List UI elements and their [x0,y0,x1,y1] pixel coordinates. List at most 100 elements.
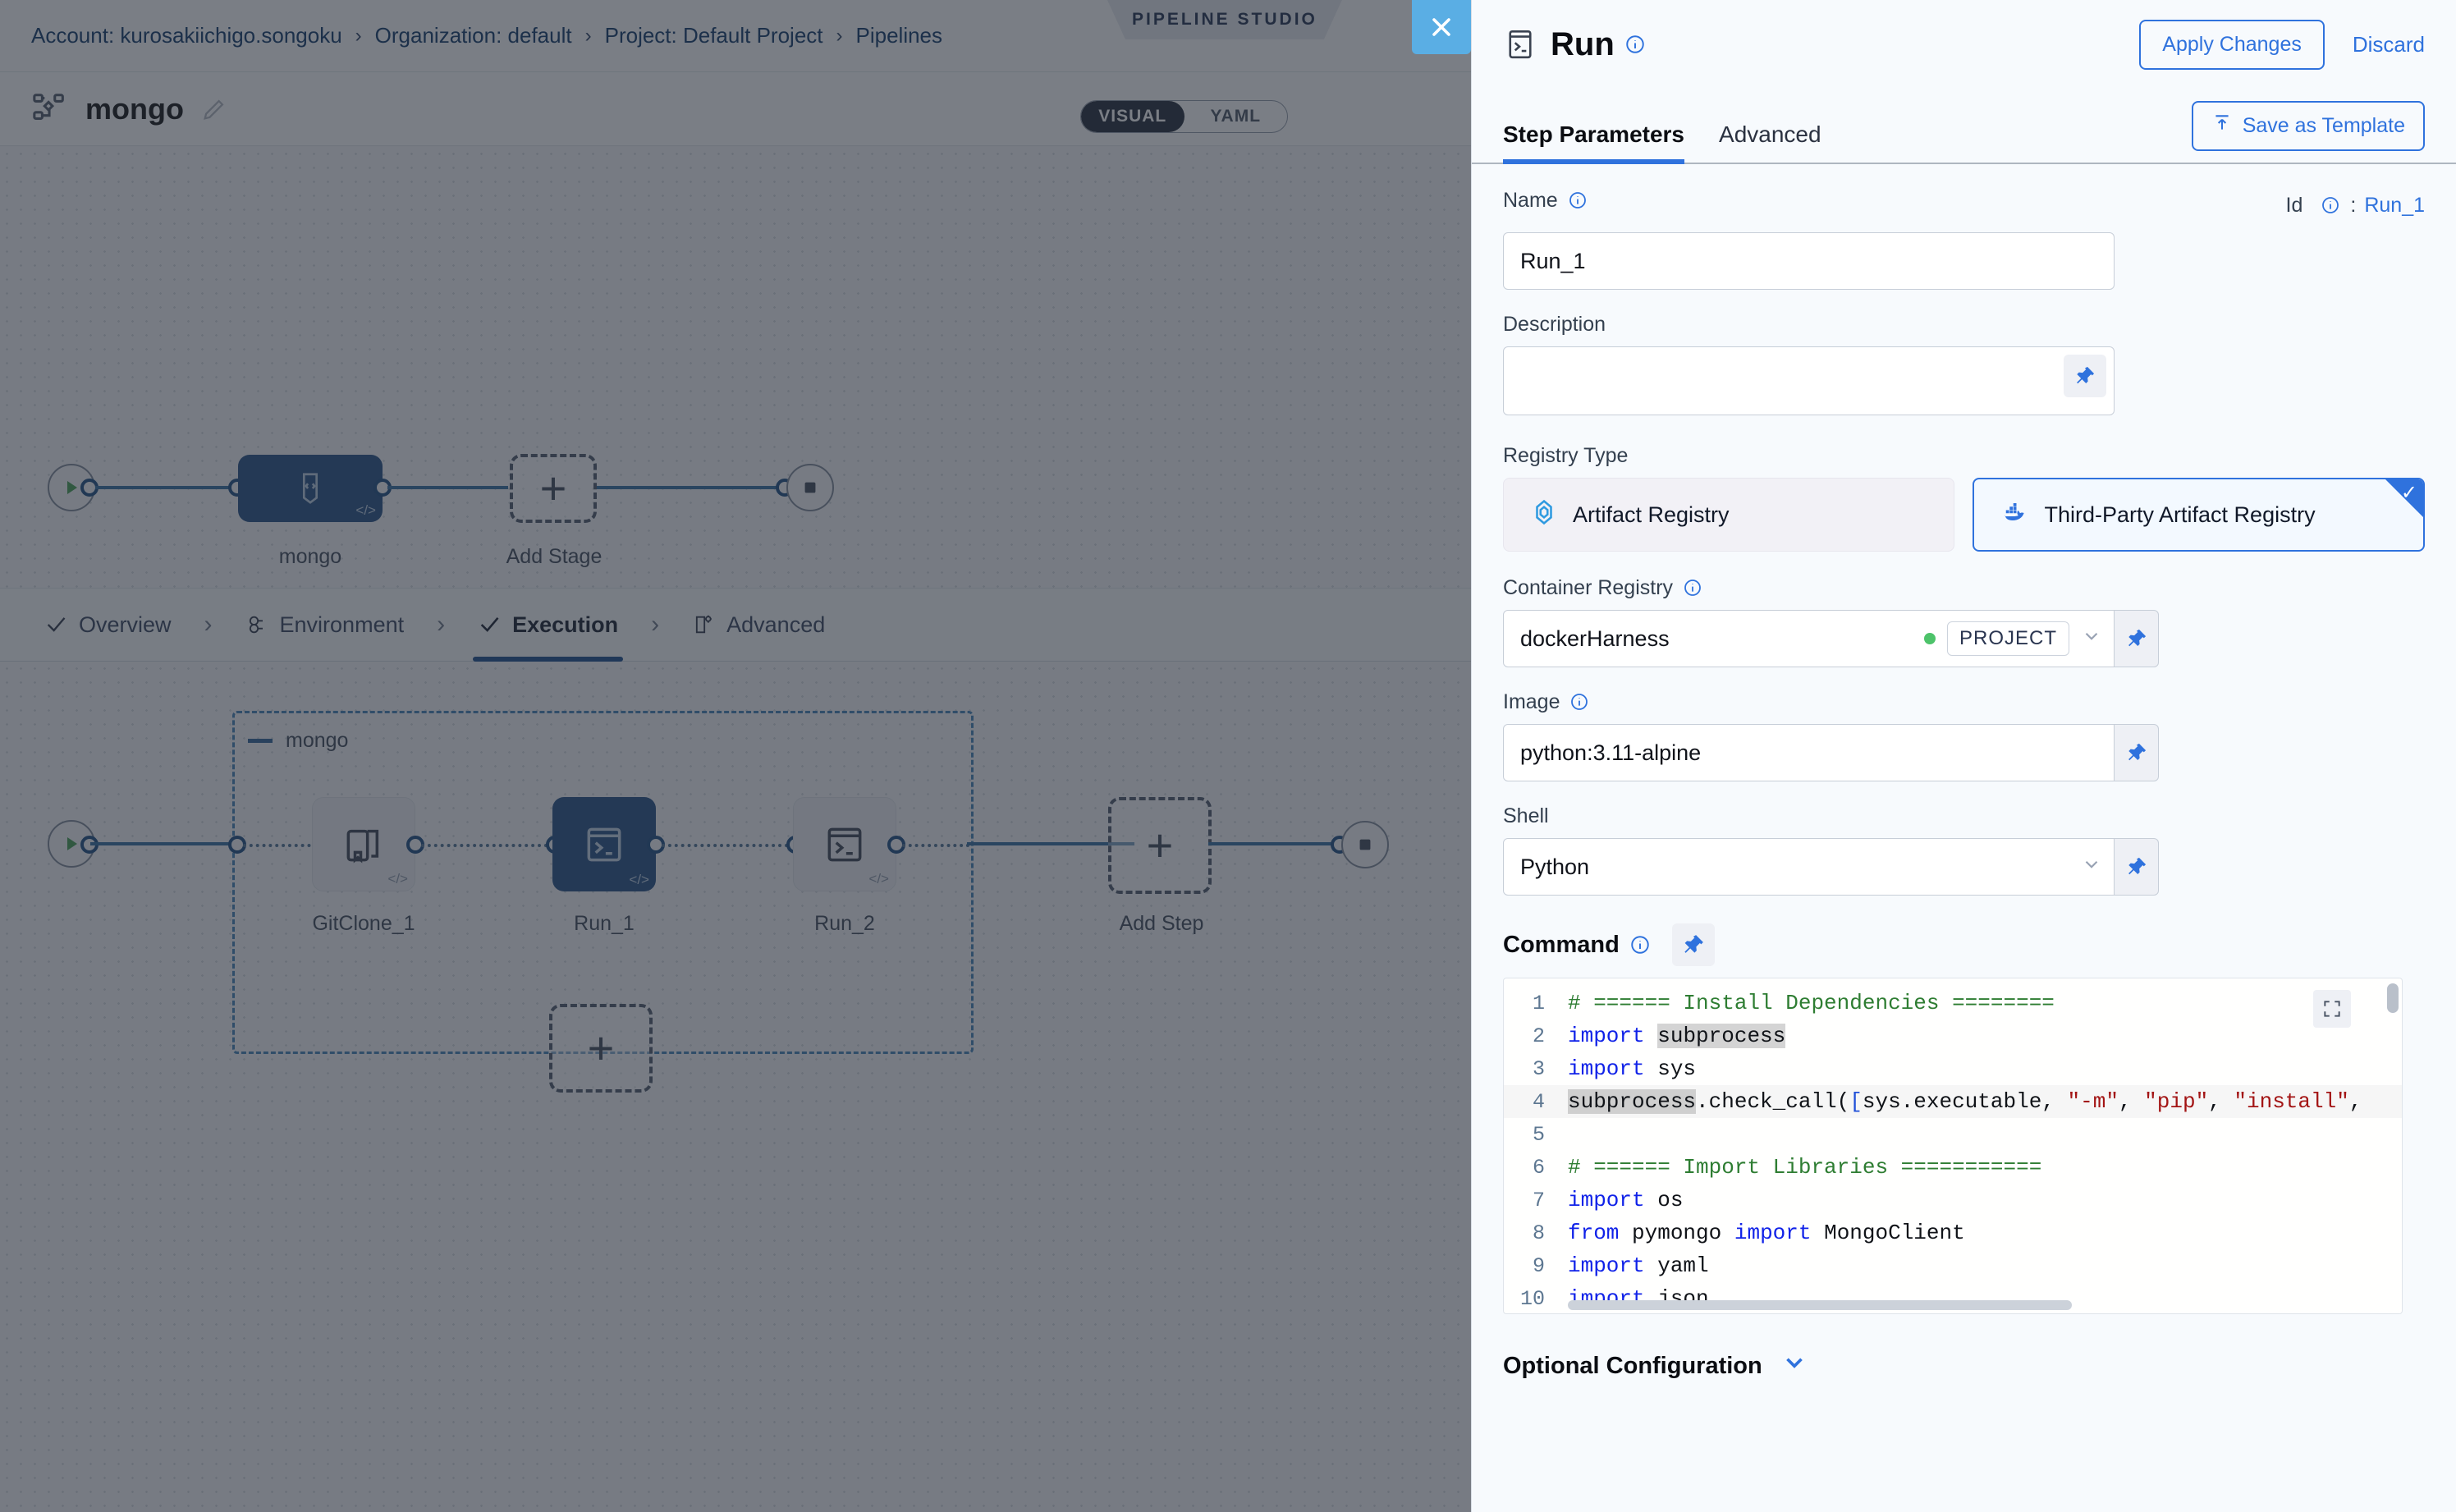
registry-option-third-party[interactable]: Third-Party Artifact Registry ✓ [1973,478,2426,552]
info-icon[interactable] [1569,692,1591,713]
code-line-text: import sys [1568,1056,1696,1081]
connector [95,486,233,489]
step-label-run-2: Run_2 [768,912,921,936]
line-number: 8 [1504,1221,1568,1245]
info-icon[interactable] [1629,934,1651,955]
scope-status-dot [1924,633,1936,644]
code-badge: </> [387,871,408,887]
tab-advanced[interactable]: Advanced [687,588,830,662]
add-step-button[interactable]: + [1108,797,1212,894]
pencil-icon[interactable] [200,95,228,123]
shell-select[interactable]: Python [1503,838,2115,896]
tab-execution[interactable]: Execution [473,588,623,662]
info-icon[interactable] [1624,34,1646,55]
step-node-gitclone-1[interactable]: </> [312,797,415,891]
pin-icon-command[interactable] [1672,923,1715,966]
tab-execution-label: Execution [512,612,618,638]
info-icon[interactable] [2321,195,2342,217]
close-icon[interactable] [1412,0,1471,54]
check-icon [478,613,501,636]
breadcrumb-separator: › [355,25,362,48]
description-textarea[interactable] [1503,346,2115,415]
plus-icon: + [540,465,567,511]
pin-icon-description[interactable] [2064,355,2106,397]
code-line: 4subprocess.check_call([sys.executable, … [1504,1085,2402,1118]
stage-config-tabs[interactable]: Overview › Environment › Execution › Adv… [0,588,1471,662]
connector-dotted [902,844,969,847]
line-number: 1 [1504,992,1568,1015]
add-parallel-step-button[interactable]: + [549,1004,653,1093]
breadcrumb-item-project[interactable]: Project: Default Project [605,23,823,48]
container-registry-select[interactable]: dockerHarness PROJECT [1503,610,2115,667]
stage-node-label: mongo [238,545,383,569]
docker-icon [2000,500,2030,530]
tab-advanced[interactable]: Advanced [1719,121,1821,163]
panel-tabs[interactable]: Step Parameters Advanced Save as Templat… [1472,89,2456,164]
breadcrumb-item-organization[interactable]: Organization: default [375,23,572,48]
step-node-run-1[interactable]: </> [552,797,656,891]
step-label-run-1: Run_1 [528,912,680,936]
pipeline-studio-badge: PIPELINE STUDIO [1107,0,1342,39]
stage-graph-canvas[interactable]: </> mongo + Add Stage [0,147,1471,588]
registry-option-artifact-registry[interactable]: Artifact Registry [1503,478,1954,552]
code-line-text: import subprocess [1568,1024,1785,1048]
info-icon[interactable] [1568,190,1589,212]
pin-icon-image[interactable] [2115,724,2159,781]
tab-advanced-label: Advanced [726,612,825,638]
stage-node-mongo[interactable]: </> [238,455,383,522]
command-code-editor[interactable]: 1# ====== Install Dependencies ======== … [1503,978,2403,1314]
chevron-down-icon[interactable] [2081,625,2102,652]
view-mode-yaml[interactable]: YAML [1184,101,1288,132]
plus-icon: + [1147,822,1174,868]
name-input[interactable] [1503,232,2115,290]
save-as-template-label: Save as Template [2243,114,2405,138]
expand-editor-icon[interactable] [2313,990,2351,1028]
infrastructure-icon [245,613,268,636]
breadcrumb-separator: › [836,25,843,48]
check-icon [44,613,67,636]
step-label-gitclone-1: GitClone_1 [287,912,440,936]
tab-overview-label: Overview [79,612,172,638]
breadcrumb-item-account[interactable]: Account: kurosakiichigo.songoku [31,23,342,48]
pin-icon-container-registry[interactable] [2115,610,2159,667]
step-group-label: mongo [286,729,348,753]
image-input[interactable] [1503,724,2115,781]
pipeline-studio-badge-label: PIPELINE STUDIO [1132,10,1317,30]
view-mode-visual[interactable]: VISUAL [1081,101,1184,132]
add-stage-button[interactable]: + [510,454,597,523]
scope-badge: PROJECT [1947,621,2069,656]
chevron-down-icon[interactable] [1780,1349,1808,1383]
code-lines[interactable]: 1# ====== Install Dependencies ======== … [1504,978,2402,1313]
collapse-icon[interactable] [248,739,273,743]
line-number: 7 [1504,1189,1568,1212]
connector [387,486,508,489]
apply-changes-button[interactable]: Apply Changes [2139,20,2325,70]
tab-overview[interactable]: Overview [39,588,176,662]
connector-dotted [662,844,795,847]
tab-environment[interactable]: Environment [241,588,410,662]
view-mode-toggle[interactable]: VISUAL YAML [1080,100,1288,133]
save-as-template-button[interactable]: Save as Template [2192,101,2425,151]
code-line: 3import sys [1504,1052,2402,1085]
save-as-template-inner[interactable]: Save as Template [2192,101,2425,151]
harness-artifact-icon [1530,498,1558,532]
step-node-run-2[interactable]: </> [793,797,896,891]
tab-step-parameters[interactable]: Step Parameters [1503,121,1684,163]
step-config-panel[interactable]: Run Apply Changes Discard Step Parameter… [1471,0,2456,1512]
pipeline-studio: Account: kurosakiichigo.songoku › Organi… [0,0,1471,1512]
discard-button[interactable]: Discard [2353,32,2425,57]
editor-horizontal-scrollbar[interactable] [1568,1300,2380,1310]
registry-type-options[interactable]: Artifact Registry Third-Party Artifact R… [1503,478,2425,552]
editor-vertical-scrollbar[interactable] [2387,983,2399,1312]
panel-body[interactable]: Name Id : Run_1 Description [1472,164,2456,1512]
execution-graph-canvas[interactable]: mongo </> GitClone_1 [0,662,1471,1512]
registry-option-artifact-registry-label: Artifact Registry [1573,502,1730,528]
chevron-down-icon[interactable] [2081,854,2102,880]
info-icon[interactable] [1683,578,1704,599]
pin-icon-shell[interactable] [2115,838,2159,896]
execution-end-node [1341,821,1389,868]
step-group-title[interactable]: mongo [248,729,348,753]
optional-configuration-toggle[interactable]: Optional Configuration [1503,1349,2425,1383]
breadcrumb-item-pipelines[interactable]: Pipelines [856,23,943,48]
panel-header: Run Apply Changes Discard [1472,0,2456,89]
